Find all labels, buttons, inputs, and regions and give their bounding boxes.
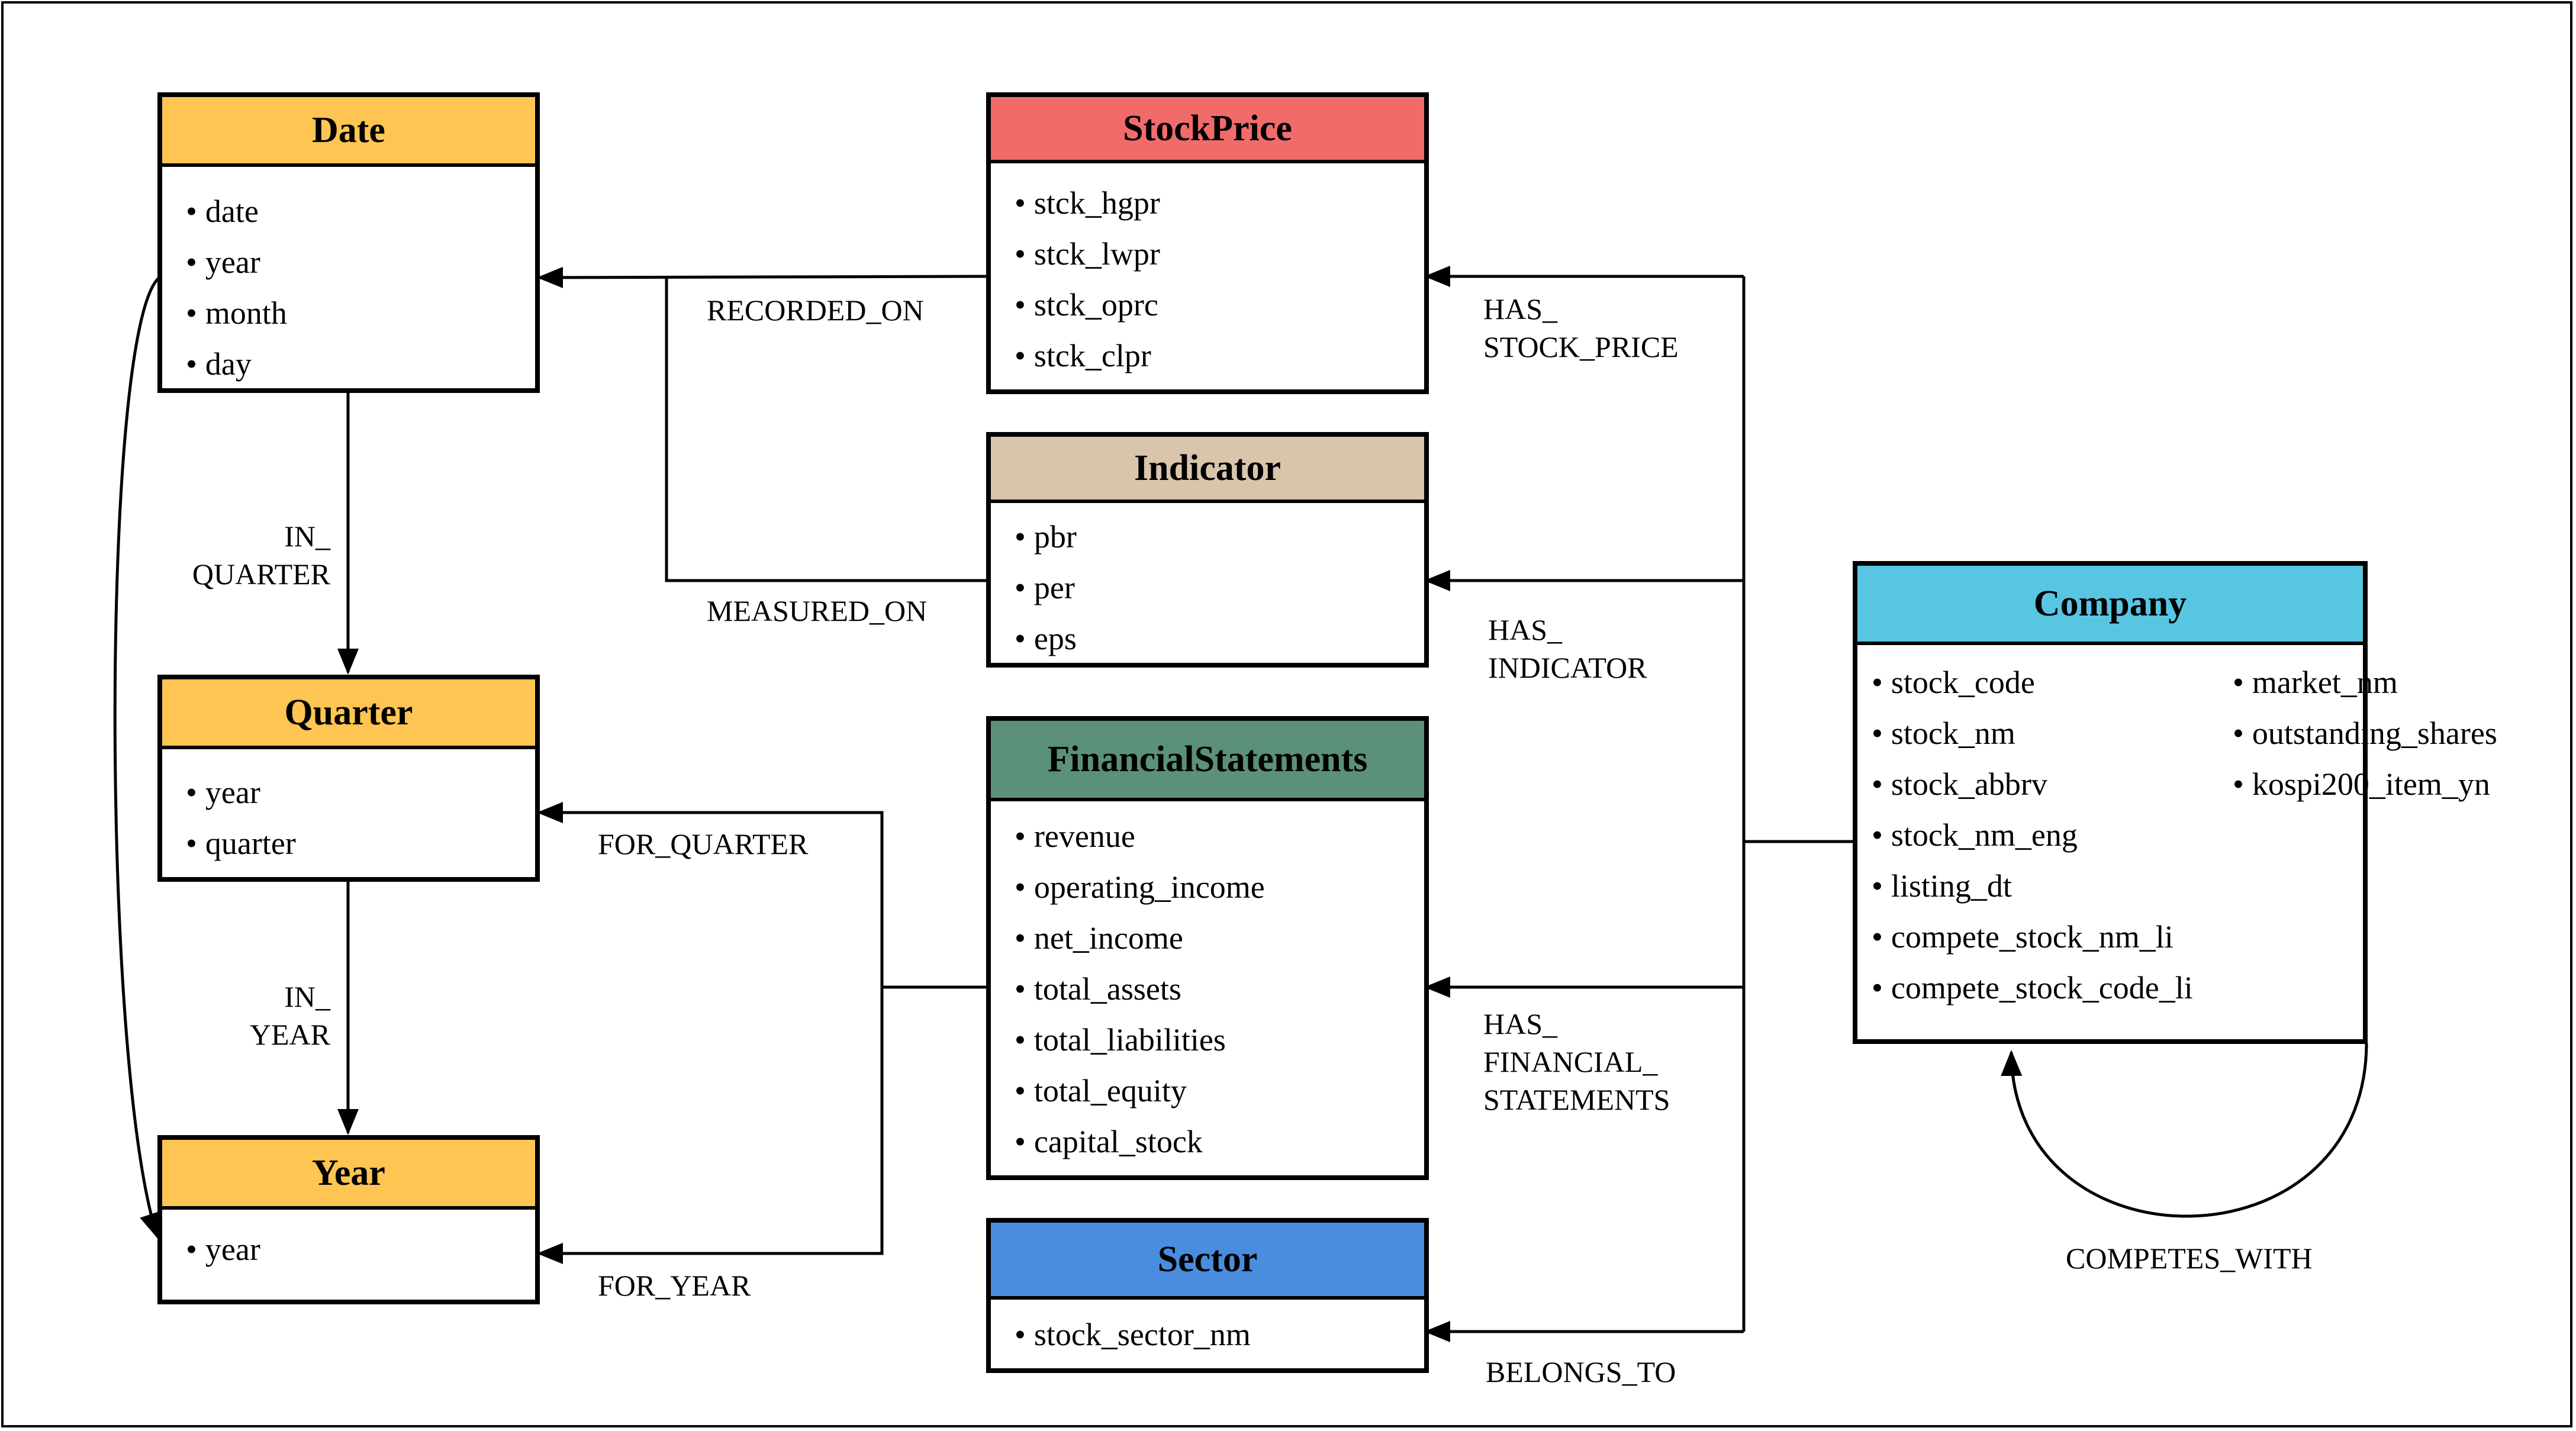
- entity-date-title: Date: [162, 97, 535, 167]
- attribute-item: year: [186, 776, 260, 808]
- relationship-label-line: FOR_YEAR: [598, 1269, 751, 1302]
- relationship-label-line: INDICATOR: [1488, 651, 1647, 684]
- attribute-item: month: [186, 297, 287, 329]
- attribute-item: stock_nm: [1872, 717, 2015, 749]
- relationship-label-line: BELONGS_TO: [1486, 1355, 1676, 1388]
- attribute-item: year: [186, 246, 260, 278]
- attribute-item: stock_nm_eng: [1872, 819, 2078, 851]
- relationship-label-line: COMPETES_WITH: [2066, 1242, 2313, 1275]
- attribute-item: date: [186, 195, 259, 227]
- attribute-item: total_liabilities: [1015, 1024, 1226, 1056]
- label-recorded-on: RECORDED_ON: [707, 291, 924, 329]
- label-measured-on: MEASURED_ON: [707, 592, 927, 630]
- attribute-item: kospi200_item_yn: [2233, 768, 2490, 800]
- attribute-item: per: [1015, 572, 1075, 604]
- attribute-item: stck_lwpr: [1015, 238, 1160, 270]
- attribute-item: net_income: [1015, 922, 1183, 954]
- entity-company-title: Company: [1857, 566, 2363, 645]
- entity-year[interactable]: Year year: [157, 1135, 540, 1304]
- for-year-line: [537, 987, 884, 1264]
- attribute-item: outstanding_shares: [2233, 717, 2497, 749]
- label-in-year: IN_ YEAR: [178, 978, 330, 1053]
- entity-sector-title: Sector: [991, 1223, 1424, 1300]
- attribute-item: market_nm: [2233, 666, 2398, 698]
- entity-quarter[interactable]: Quarter year quarter: [157, 675, 540, 882]
- label-has-financial-statements: HAS_ FINANCIAL_ STATEMENTS: [1483, 1005, 1670, 1119]
- date-year-curve: [113, 277, 160, 1239]
- competes-with-loop: [2001, 1042, 2368, 1218]
- attribute-item: compete_stock_code_li: [1872, 972, 2193, 1004]
- relationship-label-line: YEAR: [249, 1018, 330, 1051]
- attribute-item: total_assets: [1015, 973, 1181, 1005]
- relationship-label-line: STOCK_PRICE: [1483, 330, 1679, 363]
- attribute-item: operating_income: [1015, 871, 1265, 903]
- relationship-label-line: FOR_QUARTER: [598, 827, 809, 860]
- attribute-item: year: [186, 1233, 260, 1265]
- relationship-label-line: HAS_: [1488, 613, 1563, 646]
- attribute-item: total_equity: [1015, 1075, 1187, 1107]
- label-for-year: FOR_YEAR: [598, 1266, 751, 1304]
- attribute-item: day: [186, 348, 252, 380]
- entity-year-title: Year: [162, 1140, 535, 1210]
- relationship-label-line: IN_: [284, 520, 330, 553]
- entity-stockprice[interactable]: StockPrice stck_hgpr stck_lwpr stck_oprcst…: [986, 92, 1429, 394]
- entity-quarter-title: Quarter: [162, 679, 535, 749]
- attribute-item: quarter: [186, 827, 296, 859]
- relationship-label-line: HAS_: [1483, 1007, 1558, 1040]
- entity-indicator-title: Indicator: [991, 437, 1424, 503]
- entity-financialstatements[interactable]: FinancialStatements revenue operating_inc…: [986, 716, 1429, 1180]
- relationship-label-line: QUARTER: [192, 557, 330, 591]
- entity-stockprice-title: StockPrice: [991, 97, 1424, 163]
- relationship-label-line: HAS_: [1483, 292, 1558, 325]
- label-competes-with: COMPETES_WITH: [2066, 1239, 2313, 1277]
- attribute-item: pbr: [1015, 521, 1077, 553]
- label-has-stock-price: HAS_ STOCK_PRICE: [1483, 290, 1679, 366]
- attribute-item: stock_abbrv: [1872, 768, 2047, 800]
- relationship-label-line: STATEMENTS: [1483, 1083, 1670, 1116]
- label-in-quarter: IN_ QUARTER: [178, 517, 330, 593]
- relationship-label-line: IN_: [284, 980, 330, 1013]
- relationship-label-line: MEASURED_ON: [707, 594, 928, 627]
- entity-company[interactable]: Company stock_code stock_nm stock_abbrvsto…: [1853, 561, 2497, 1044]
- entity-sector[interactable]: Sector stock_sector_nm: [986, 1218, 1429, 1373]
- entity-financial-title: FinancialStatements: [991, 721, 1424, 801]
- relationship-label-line: FINANCIAL_: [1483, 1045, 1658, 1078]
- entity-date[interactable]: Date date year month day: [157, 92, 540, 393]
- for-quarter-line: [537, 802, 987, 989]
- attribute-item: capital_stock: [1015, 1126, 1203, 1158]
- entity-indicator[interactable]: Indicator pbr per eps: [986, 432, 1429, 668]
- label-for-quarter: FOR_QUARTER: [598, 825, 808, 863]
- attribute-item: stck_clpr: [1015, 340, 1151, 372]
- attribute-item: compete_stock_nm_li: [1872, 921, 2174, 953]
- attribute-item: stock_sector_nm: [1015, 1319, 1251, 1351]
- measured-on-line: [665, 278, 987, 582]
- attribute-item: eps: [1015, 623, 1077, 655]
- attribute-item: listing_dt: [1872, 870, 2012, 902]
- label-belongs-to: BELONGS_TO: [1486, 1353, 1676, 1391]
- label-has-indicator: HAS_ INDICATOR: [1488, 611, 1647, 687]
- attribute-item: stck_hgpr: [1015, 187, 1160, 219]
- attribute-item: revenue: [1015, 820, 1135, 852]
- relationship-label-line: RECORDED_ON: [707, 294, 924, 327]
- attribute-item: stock_code: [1872, 666, 2035, 698]
- recorded-on-line: [537, 266, 988, 288]
- attribute-item: stck_oprc: [1015, 289, 1158, 321]
